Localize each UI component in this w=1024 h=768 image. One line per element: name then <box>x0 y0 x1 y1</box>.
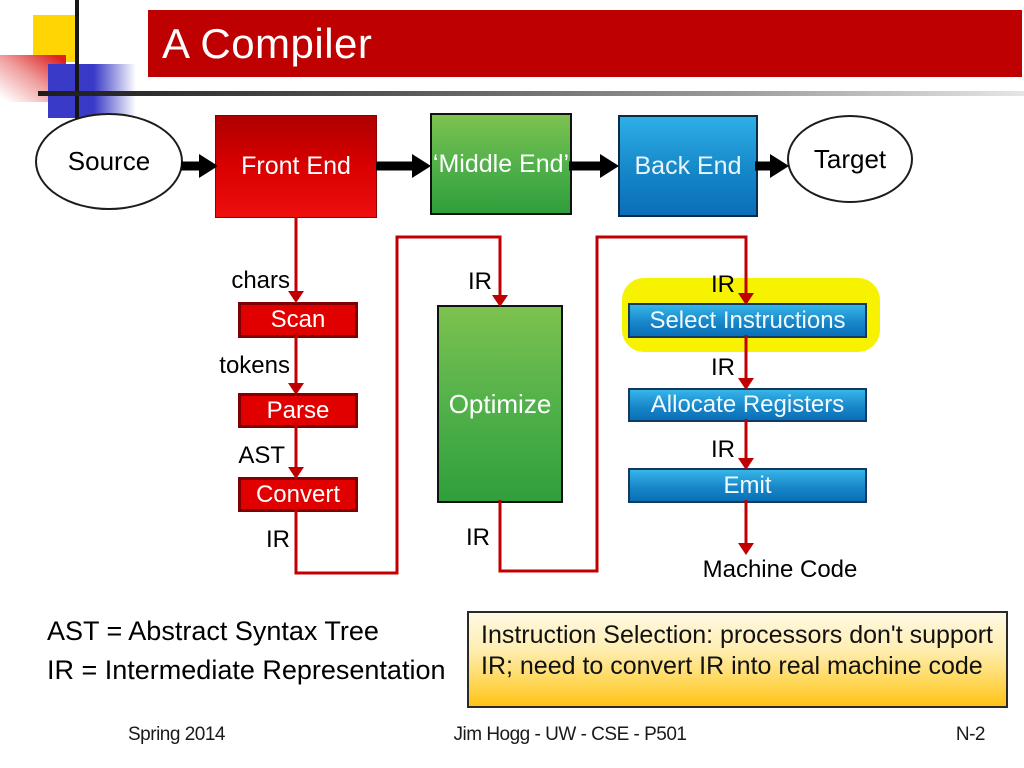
node-optimize-label: Optimize <box>448 388 552 419</box>
label-machine-code: Machine Code <box>702 556 858 583</box>
node-source-label: Source <box>67 146 151 176</box>
footer-slide-number: N-2 <box>955 724 986 745</box>
node-target-label: Target <box>813 143 887 174</box>
node-parse: Parse <box>238 393 358 428</box>
node-front-end-label: Front End <box>241 152 351 180</box>
node-back-end: Back End <box>618 115 758 217</box>
node-convert-label: Convert <box>255 480 341 508</box>
deco-horizontal-line <box>38 91 1024 96</box>
node-allocate-registers-label: Allocate Registers <box>650 391 845 418</box>
node-source: Source <box>35 113 183 210</box>
node-scan: Scan <box>238 302 358 338</box>
node-middle-end: ‘Middle End’ <box>430 113 572 215</box>
label-ir-middle-in: IR <box>468 268 492 295</box>
instruction-selection-note: Instruction Selection: processors don't … <box>467 611 1008 708</box>
legend-ir: IR = Intermediate Representation <box>47 655 446 685</box>
legend-ast: AST = Abstract Syntax Tree <box>47 616 379 646</box>
node-parse-label: Parse <box>266 396 330 424</box>
label-ast: AST <box>238 442 285 469</box>
label-ir-middle-out: IR <box>466 524 490 551</box>
node-allocate-registers: Allocate Registers <box>628 388 867 422</box>
footer-author: Jim Hogg - UW - CSE - P501 <box>453 724 688 745</box>
node-optimize: Optimize <box>437 305 563 503</box>
title-banner: A Compiler <box>148 10 1022 77</box>
node-front-end: Front End <box>215 115 377 218</box>
node-select-instructions-label: Select Instructions <box>649 306 846 334</box>
label-chars: chars <box>231 267 290 294</box>
label-ir-front-out: IR <box>266 526 290 553</box>
node-emit-label: Emit <box>723 471 772 499</box>
node-target: Target <box>787 115 913 203</box>
node-back-end-label: Back End <box>634 151 742 180</box>
node-scan-label: Scan <box>270 306 326 333</box>
node-convert: Convert <box>238 477 358 512</box>
label-tokens: tokens <box>219 352 290 379</box>
node-emit: Emit <box>628 468 867 503</box>
deco-yellow-square <box>33 15 77 62</box>
node-middle-end-label: ‘Middle End’ <box>432 149 570 178</box>
label-ir-back-in: IR <box>711 271 735 298</box>
label-ir-after-allocate: IR <box>711 436 735 463</box>
footer-date: Spring 2014 <box>128 724 225 745</box>
label-ir-after-select: IR <box>711 354 735 381</box>
page-title: A Compiler <box>162 19 373 67</box>
deco-vertical-line <box>75 0 79 178</box>
node-select-instructions: Select Instructions <box>628 303 867 338</box>
